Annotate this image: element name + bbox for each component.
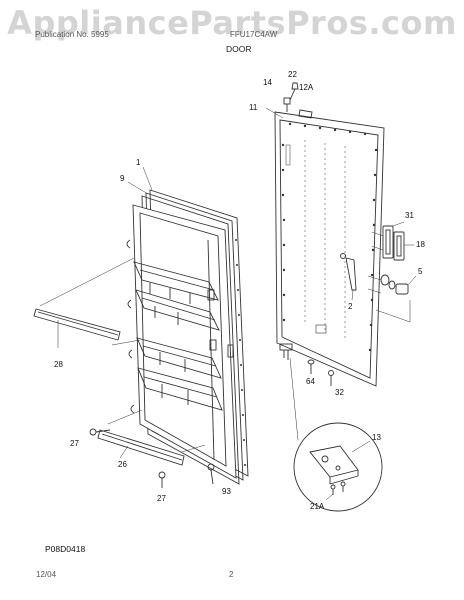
door-shelf [136,337,222,379]
section-title: DOOR [226,44,252,54]
shelf-retainer-bar [33,308,121,341]
callout-31: 31 [405,211,414,220]
publication-number: Publication No. 5995 [35,30,109,39]
callout-12a: 12A [299,83,314,92]
callout-26: 26 [118,460,127,469]
callout-13: 13 [372,433,381,442]
door-lock-assembly [367,274,411,323]
lock-strike [340,253,357,291]
callout-5: 5 [418,267,423,276]
callout-64: 64 [306,377,315,386]
bottom-hinge-detail [309,445,359,485]
hinge-pin [307,359,315,374]
screw [207,463,215,485]
callout-28: 28 [54,360,63,369]
callout-27-bottom: 27 [157,494,166,503]
door-bottom-trim [97,429,185,466]
model-number: FFU17C4AW [230,30,278,39]
top-hinge-bushing [283,97,291,112]
watermark-logo: AppliancePartsPros.com [7,4,457,42]
screw [328,370,334,386]
hinge-cap [289,82,299,101]
door-shelf [137,367,223,411]
callout-2: 2 [348,302,353,311]
callout-27: 27 [70,439,79,448]
callout-18: 18 [416,240,425,249]
screw [158,471,166,488]
outer-door-panel [274,111,385,387]
door-shelf [133,261,219,304]
figure-code: P08D0418 [45,544,86,554]
door-liner [126,204,246,479]
callout-9: 9 [120,174,125,183]
screw [89,428,111,436]
hinge-shim [298,109,313,119]
door-handle-assembly [371,225,405,261]
callout-22: 22 [288,70,297,79]
bottom-hinge-bracket [279,343,293,360]
callout-14: 14 [263,78,272,87]
screw [330,481,346,495]
callout-21a: 21A [310,502,325,511]
callout-11: 11 [249,103,258,112]
door-shelf [135,289,220,331]
callout-93: 93 [222,487,231,496]
callout-1: 1 [136,158,141,167]
footer-date: 12/04 [36,570,57,579]
callout-32: 32 [335,388,344,397]
footer-page-number: 2 [229,570,234,579]
hinge-detail-inset [293,422,383,512]
